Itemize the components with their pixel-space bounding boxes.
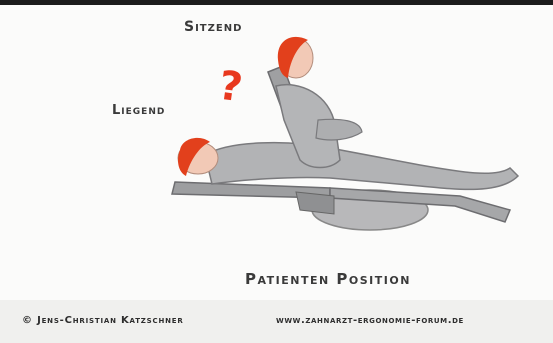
reclined-body [205, 143, 518, 190]
sitting-arm [316, 119, 362, 140]
website-link[interactable]: www.zahnarzt-ergonomie-forum.de [276, 315, 464, 326]
label-liegend: Liegend [112, 103, 165, 118]
caption-patient-position: Patienten Position [245, 270, 411, 288]
chair-frame [296, 192, 334, 214]
label-sitzend: Sitzend [184, 19, 242, 35]
copyright-text: © Jens-Christian Katzschner [22, 315, 184, 326]
